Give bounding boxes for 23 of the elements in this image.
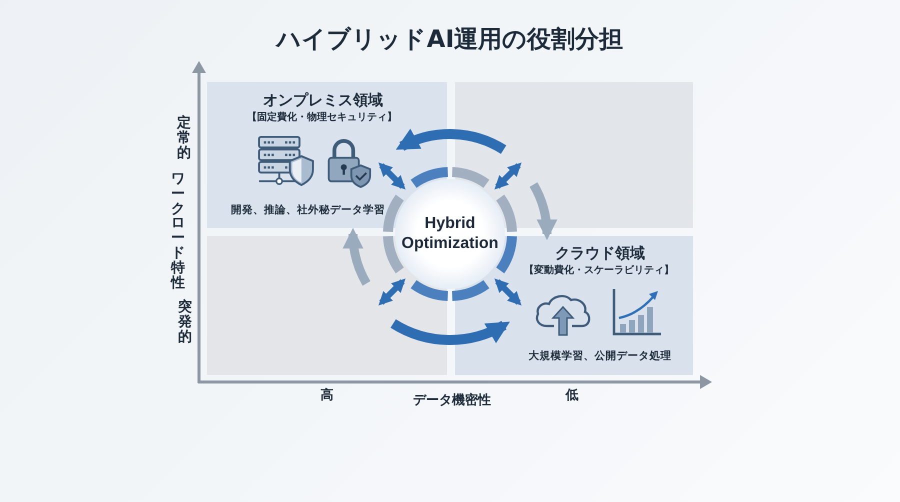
region-description: 開発、推論、社外秘データ学習	[231, 204, 385, 217]
curved-arrow	[530, 182, 557, 240]
curved-arrow	[390, 319, 510, 345]
curved-arrow	[343, 228, 370, 286]
region-title: クラウド領域	[555, 244, 645, 262]
axis-end-label: 定常的	[177, 116, 191, 160]
double-arrow	[378, 162, 406, 190]
axis-end-label: 突発的	[178, 300, 192, 344]
axis-title: ワークロード特性	[171, 172, 185, 291]
region-subtitle: 【固定費化・物理セキュリティ】	[247, 112, 397, 124]
double-arrow	[494, 162, 522, 190]
region-subtitle: 【変動費化・スケーラビリティ】	[524, 265, 674, 277]
double-arrow	[494, 278, 522, 306]
axis-title: データ機密性	[413, 393, 491, 409]
hub-circle	[383, 167, 517, 301]
double-arrow	[378, 278, 406, 306]
axis-end-label: 高	[320, 388, 334, 404]
region-description: 大規模学習、公開データ処理	[528, 350, 672, 363]
axis-end-label: 低	[566, 388, 578, 404]
hub-label: Hybrid Optimization	[400, 214, 500, 254]
curved-arrow	[396, 129, 506, 154]
diagram-title: ハイブリッドAI運用の役割分担	[276, 25, 624, 54]
region-title: オンプレミス領域	[263, 91, 383, 109]
